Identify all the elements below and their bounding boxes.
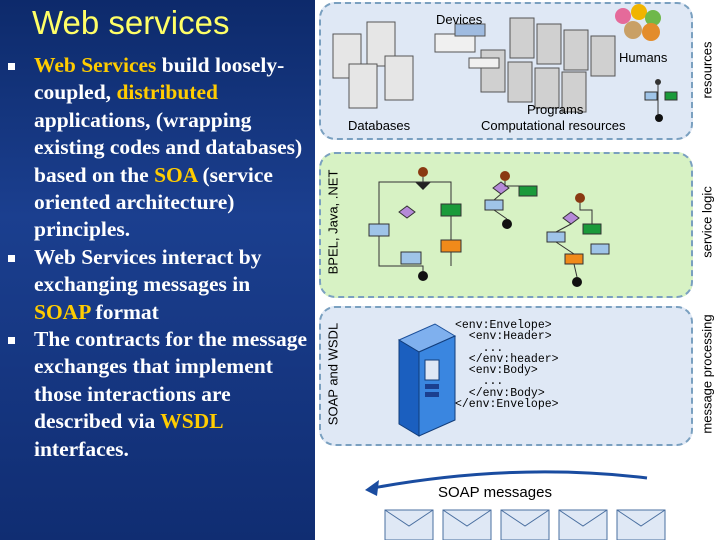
bpel-java-net-label: BPEL, Java, .NET: [325, 169, 341, 275]
devices-icon: [434, 23, 500, 69]
slide-title: Web services: [32, 4, 230, 41]
code-line: </env:Body>: [455, 386, 545, 400]
bullet-list: Web Services build loosely-coupled, dist…: [6, 52, 311, 463]
humans-label: Humans: [619, 50, 668, 65]
bullet-text: (service oriented architecture) principl…: [34, 162, 273, 242]
code-line: <env:Envelope>: [455, 319, 552, 332]
bullet-item: Web Services interact by exchanging mess…: [6, 244, 311, 326]
computational-resources-label: Computational resources: [481, 118, 626, 133]
bullet-marker: [8, 337, 15, 345]
bullet-text: Web Services interact by exchanging mess…: [34, 244, 262, 297]
diagram-graphics: [332, 4, 678, 540]
highlighted-term: distributed: [116, 80, 218, 105]
code-line: ...: [455, 375, 504, 389]
soap-and-wsdl-label: SOAP and WSDL: [325, 322, 341, 426]
soap-message-arrow: [365, 470, 648, 496]
highlighted-term: WSDL: [160, 409, 223, 434]
bullet-text: applications, (wrapping existing codes a…: [34, 107, 303, 187]
highlighted-term: SOAP: [34, 299, 91, 324]
soap-messages-label: SOAP messages: [438, 484, 552, 501]
server-computer-icon: [397, 323, 457, 437]
left-panel: Web services Web Services build loosely-…: [0, 0, 315, 540]
resources-side-label: resources: [699, 41, 715, 99]
message-envelopes: [384, 509, 666, 540]
bullet-text: The contracts for the message exchanges …: [34, 327, 308, 434]
programs-flow-icon: [644, 79, 678, 122]
message-processing-layer: [319, 306, 693, 446]
bullet-item: The contracts for the message exchanges …: [6, 326, 311, 463]
service-logic-side-label: service logic: [699, 186, 715, 258]
bullet-item: Web Services build loosely-coupled, dist…: [6, 52, 311, 244]
code-line: <env:Header>: [455, 330, 552, 344]
code-line: </env:header>: [455, 352, 559, 366]
workflow-diagram-1: [368, 167, 462, 281]
workflow-diagram-2: [484, 171, 538, 229]
code-line: ...: [455, 341, 504, 355]
bullet-marker: [8, 63, 15, 70]
humans-icon: [615, 4, 661, 41]
server-racks-icon: [480, 17, 616, 113]
bullet-text: build loosely-coupled,: [34, 53, 285, 105]
diagram-panel: Devices Humans Programs Databases Comput…: [315, 0, 720, 540]
databases-label: Databases: [348, 118, 411, 133]
message-processing-side-label: message processing: [699, 314, 715, 434]
bullet-text: interfaces.: [34, 436, 129, 461]
code-line: <env:Body>: [455, 364, 538, 378]
highlighted-term: SOA: [154, 162, 198, 187]
bullet-text: format: [90, 299, 159, 324]
workflow-diagram-3: [546, 193, 610, 287]
highlighted-term: Web Services: [34, 53, 157, 77]
devices-label: Devices: [436, 12, 483, 27]
soap-envelope-code: <env:Envelope> <env:Header> ... </env:he…: [455, 319, 559, 412]
bullet-marker: [8, 254, 15, 262]
database-servers-icon: [332, 21, 414, 109]
programs-label: Programs: [527, 102, 584, 117]
code-line: </env:Envelope>: [455, 398, 559, 412]
